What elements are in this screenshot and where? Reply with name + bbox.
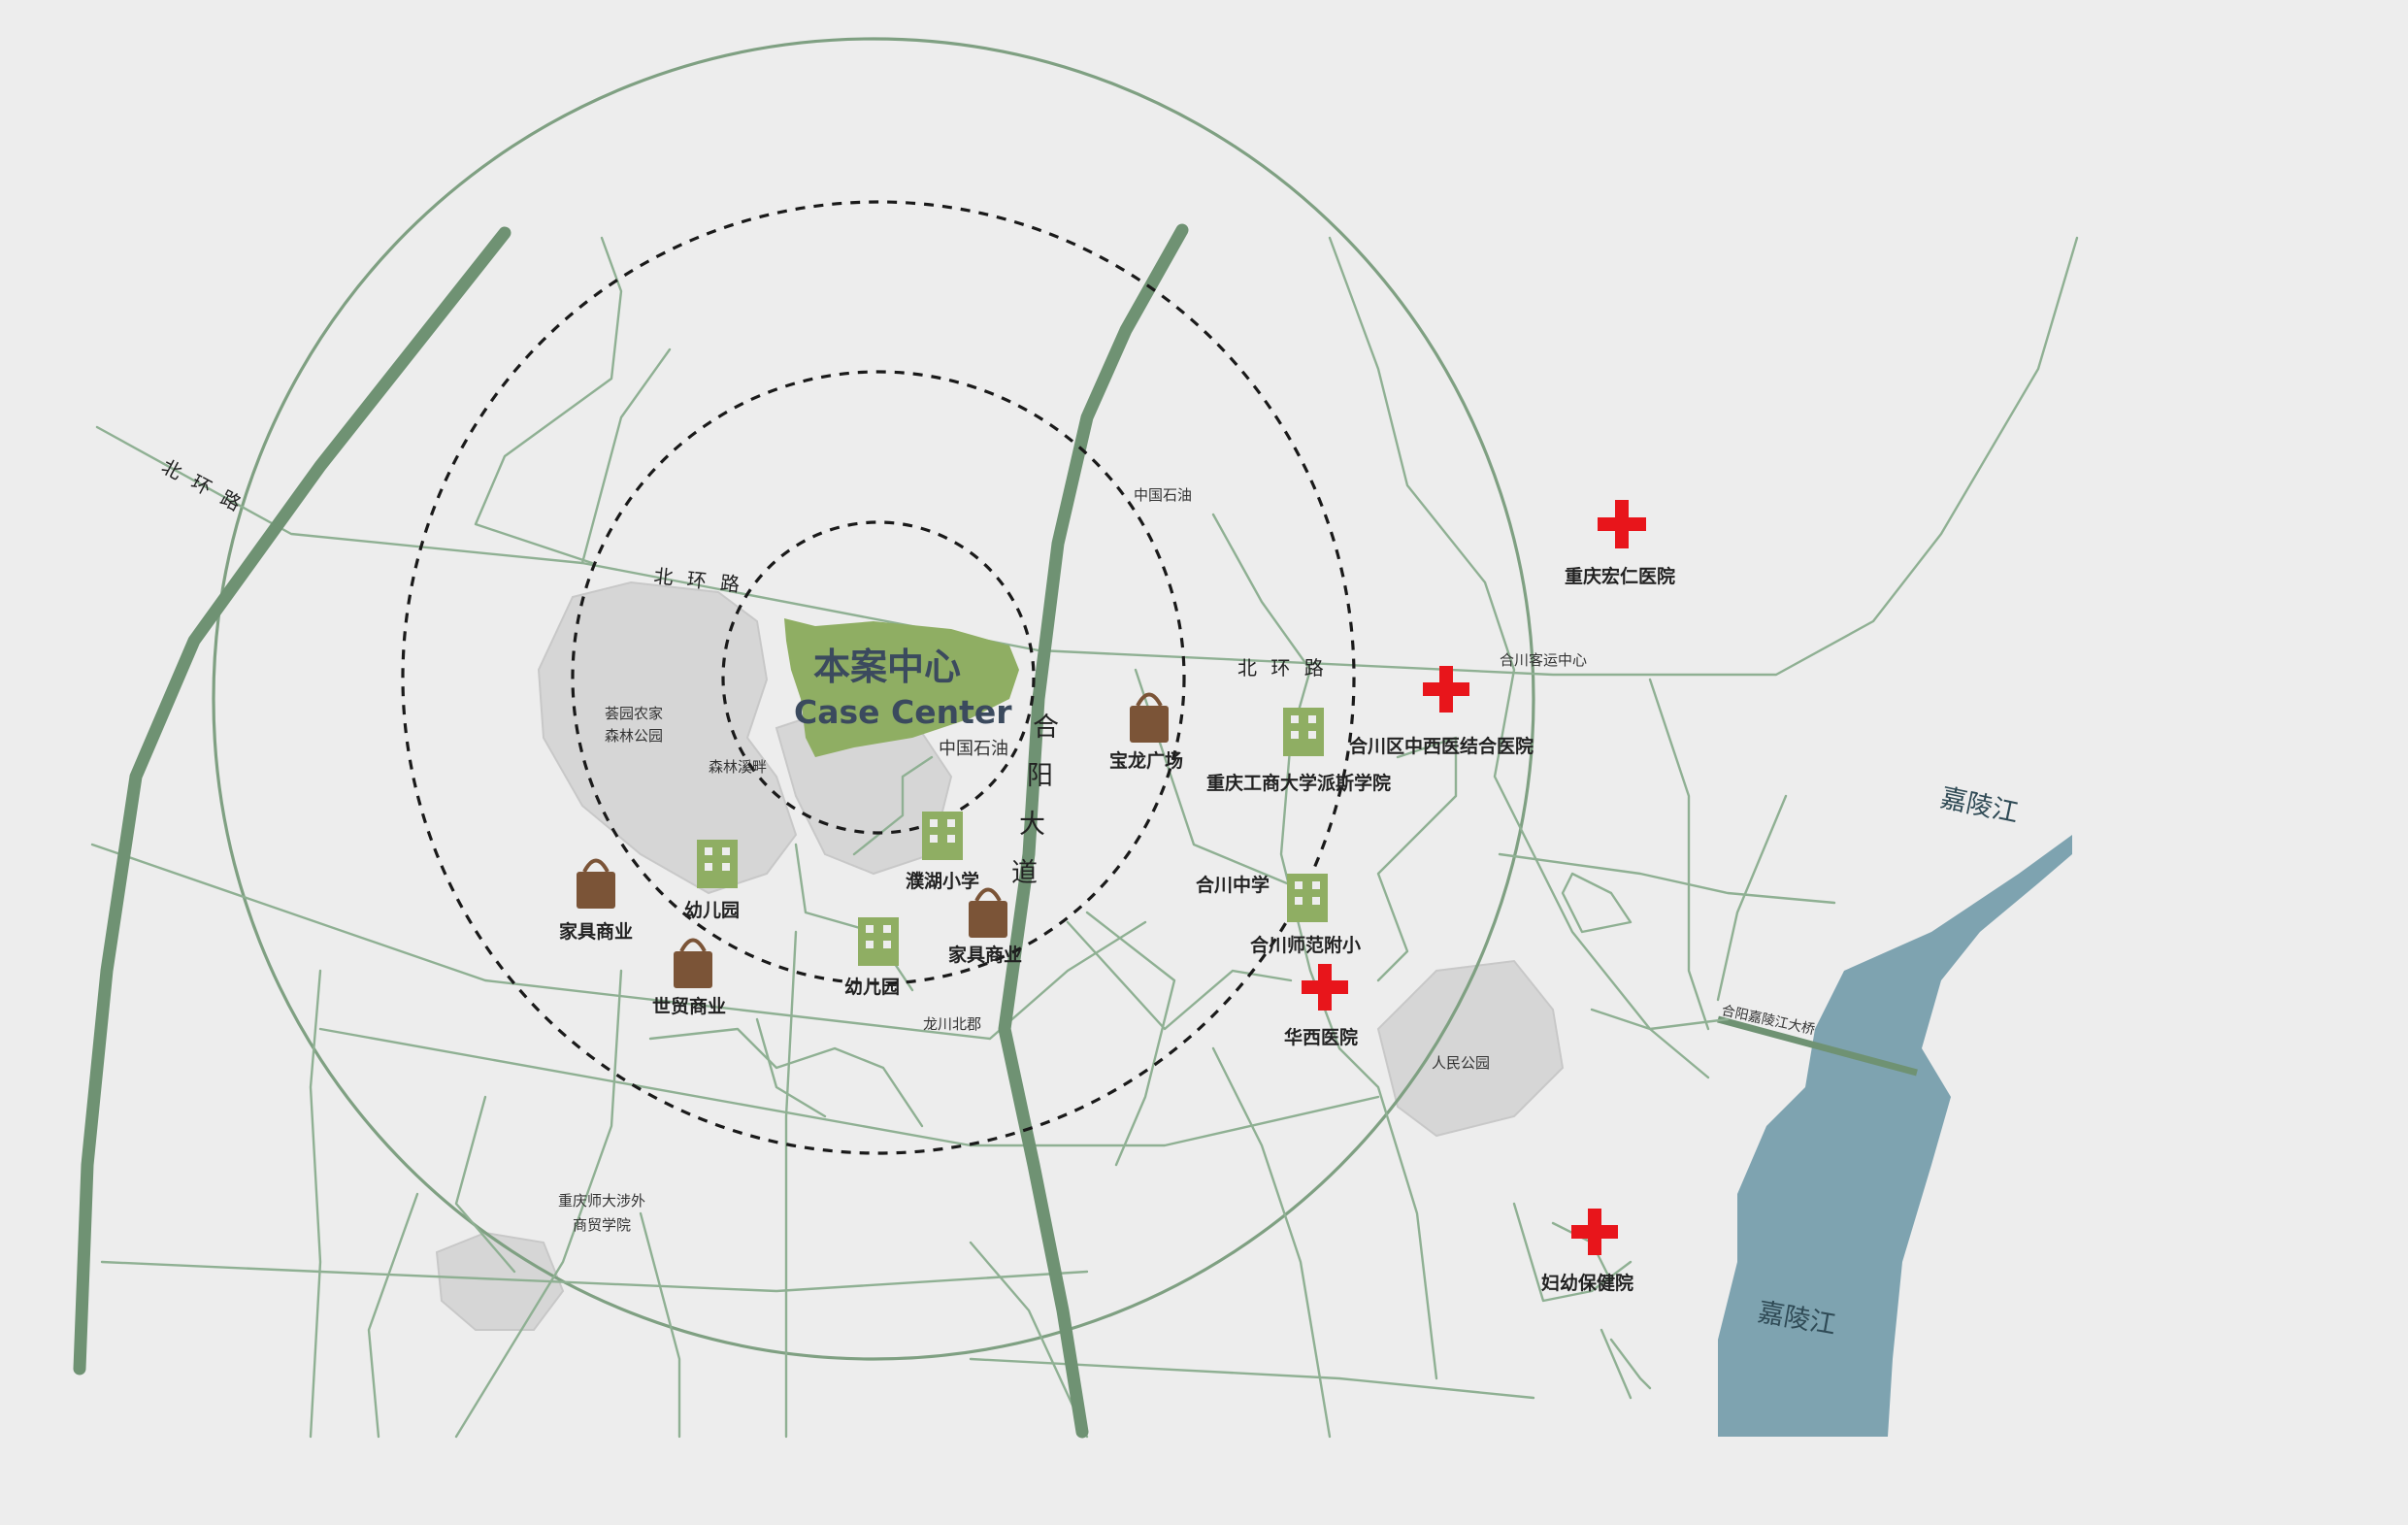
project-name-cn: 本案中心 [813, 646, 961, 688]
inner-ring [721, 520, 1036, 835]
bus-center-label: 合川客运中心 [1500, 651, 1587, 669]
school-label: 合川中学 [1196, 874, 1270, 896]
hospital-marker: 重庆宏仁医院 [1565, 500, 1675, 587]
heyang-avenue-char-2: 阳 [1027, 761, 1053, 791]
project-center-area [784, 618, 1019, 757]
hospital-label: 重庆宏仁医院 [1565, 565, 1675, 587]
school-label: 幼儿园 [684, 899, 740, 921]
school-label: 幼儿园 [844, 976, 900, 998]
bridge-line [1717, 1015, 1918, 1077]
school-marker: 濮湖小学 [906, 812, 979, 892]
petro-label-1: 中国石油 [1134, 486, 1192, 504]
shopping-bag-icon [969, 887, 1007, 938]
outer-range-circle [212, 37, 1535, 1361]
shop-label: 宝龙广场 [1109, 749, 1183, 772]
hospital-label: 合川区中西医结合医院 [1349, 735, 1534, 757]
shopping-bag-icon [577, 858, 615, 909]
peoples-park-label: 人民公园 [1432, 1054, 1490, 1072]
building-icon [1287, 874, 1328, 922]
shopping-marker: 宝龙广场 [1109, 692, 1183, 772]
minor-road-network [90, 236, 2079, 1439]
forest-stream-label: 森林溪畔 [709, 758, 767, 776]
project-name-en: Case Center [794, 693, 1012, 731]
building-icon [1283, 708, 1324, 756]
petro-label-2: 中国石油 [939, 739, 1008, 759]
heyang-avenue-char-3: 大 [1019, 810, 1045, 840]
school-label: 濮湖小学 [906, 870, 979, 892]
building-icon [858, 917, 899, 966]
shop-label: 家具商业 [559, 920, 633, 943]
hospital-marker: 合川区中西医结合医院 [1349, 666, 1534, 757]
heyang-avenue-char-4: 道 [1011, 858, 1038, 888]
shop-label: 家具商业 [948, 944, 1022, 966]
park-label-line2: 森林公园 [605, 727, 663, 745]
hospital-label: 华西医院 [1284, 1026, 1358, 1048]
school-marker: 重庆工商大学派斯学院 [1206, 708, 1391, 794]
shopping-bag-icon [674, 938, 712, 988]
north-ring-road-label-east: 北 环 路 [1237, 656, 1328, 680]
forest-park-area [537, 580, 798, 895]
red-cross-icon [1423, 666, 1469, 713]
outer-ring [401, 200, 1356, 1155]
red-cross-icon [1302, 964, 1348, 1011]
middle-ring [571, 370, 1186, 985]
college-label-line1: 重庆师大涉外 [558, 1192, 645, 1210]
school-marker: 幼儿园 [844, 917, 900, 998]
hospital-label: 妇幼保健院 [1541, 1272, 1633, 1294]
shopping-marker: 家具商业 [559, 858, 633, 943]
shop-label: 世贸商业 [652, 995, 726, 1017]
building-icon [697, 840, 738, 888]
western-expressway [73, 226, 511, 1376]
shopping-marker: 世贸商业 [652, 938, 726, 1017]
shopping-bag-icon [1130, 692, 1169, 743]
school-label: 重庆工商大学派斯学院 [1206, 772, 1391, 794]
building-icon [922, 812, 963, 860]
school-label: 合川师范附小 [1250, 934, 1361, 956]
school-marker: 合川中学 合川师范附小 [1196, 874, 1361, 956]
peoples-park-area [1376, 959, 1565, 1138]
college-label-line2: 商贸学院 [573, 1216, 631, 1234]
heyang-avenue-label: 合 阳 大 道 [1011, 713, 1059, 888]
hospital-marker: 妇幼保健院 [1541, 1209, 1633, 1294]
jialing-river [1718, 631, 2072, 1437]
longchuan-label: 龙川北郡 [923, 1015, 981, 1033]
park-label-line1: 荟园农家 [605, 705, 663, 722]
heyang-avenue-road [998, 223, 1189, 1439]
college-area [435, 1231, 565, 1331]
school-marker: 幼儿园 [684, 840, 740, 921]
red-cross-icon [1598, 500, 1646, 548]
heyang-avenue-char-1: 合 [1033, 713, 1059, 743]
shopping-marker: 家具商业 [948, 887, 1022, 966]
red-cross-icon [1571, 1209, 1618, 1255]
hospital-marker: 华西医院 [1284, 964, 1358, 1048]
